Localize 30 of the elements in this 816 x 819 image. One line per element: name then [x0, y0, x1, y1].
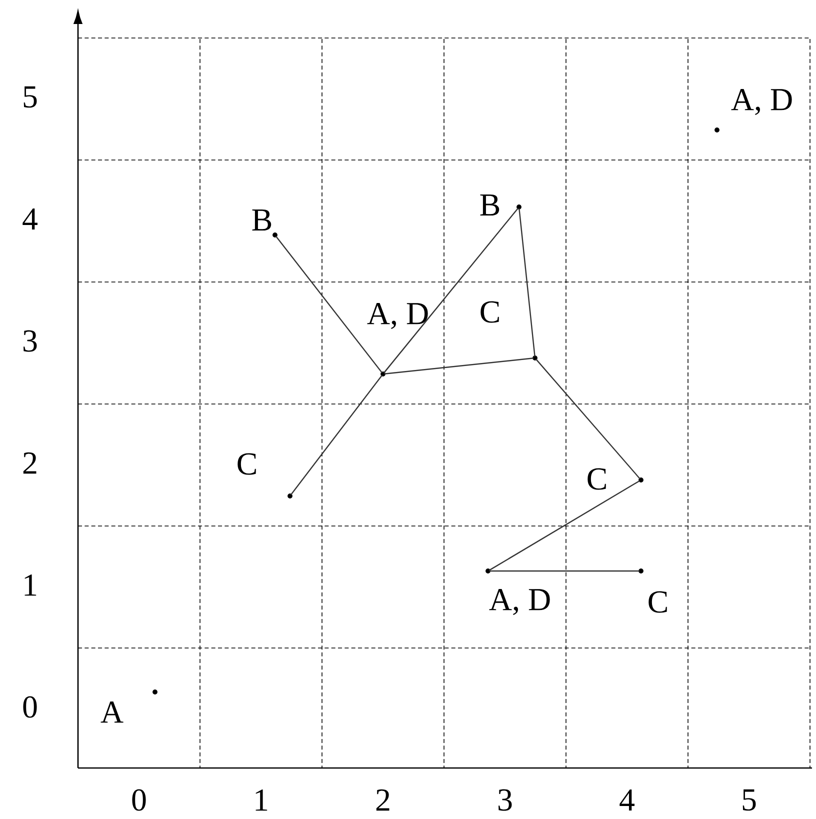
- tick-label: 5: [742, 789, 756, 811]
- line: [290, 374, 383, 496]
- point-label: B: [480, 194, 500, 216]
- tick-label: 0: [23, 696, 37, 718]
- point-label: A: [100, 701, 124, 723]
- line: [489, 570, 640, 572]
- tick-label: 2: [23, 452, 36, 474]
- point-label: C: [238, 453, 256, 475]
- tick-label: 1: [24, 574, 36, 596]
- point-label: C: [648, 591, 667, 613]
- line: [518, 208, 536, 357]
- point-label: A, D: [731, 89, 792, 116]
- point-label: A, D: [367, 303, 428, 330]
- point-label: C: [588, 468, 606, 490]
- tick-label: 1: [256, 789, 268, 811]
- point-label: C: [480, 301, 499, 323]
- tick-label: 3: [24, 330, 37, 352]
- line: [383, 208, 519, 374]
- tick-label: 3: [498, 789, 512, 811]
- line: [535, 358, 641, 480]
- line: [275, 236, 383, 374]
- tick-label: 0: [132, 789, 146, 811]
- line: [384, 358, 534, 374]
- point-label: A, D: [489, 589, 550, 616]
- tick-label: 2: [376, 789, 390, 811]
- point-label: B: [252, 209, 272, 231]
- tick-label: 5: [24, 86, 37, 108]
- tick-label: 4: [620, 789, 634, 811]
- tick-label: 4: [22, 208, 38, 230]
- line: [488, 480, 640, 571]
